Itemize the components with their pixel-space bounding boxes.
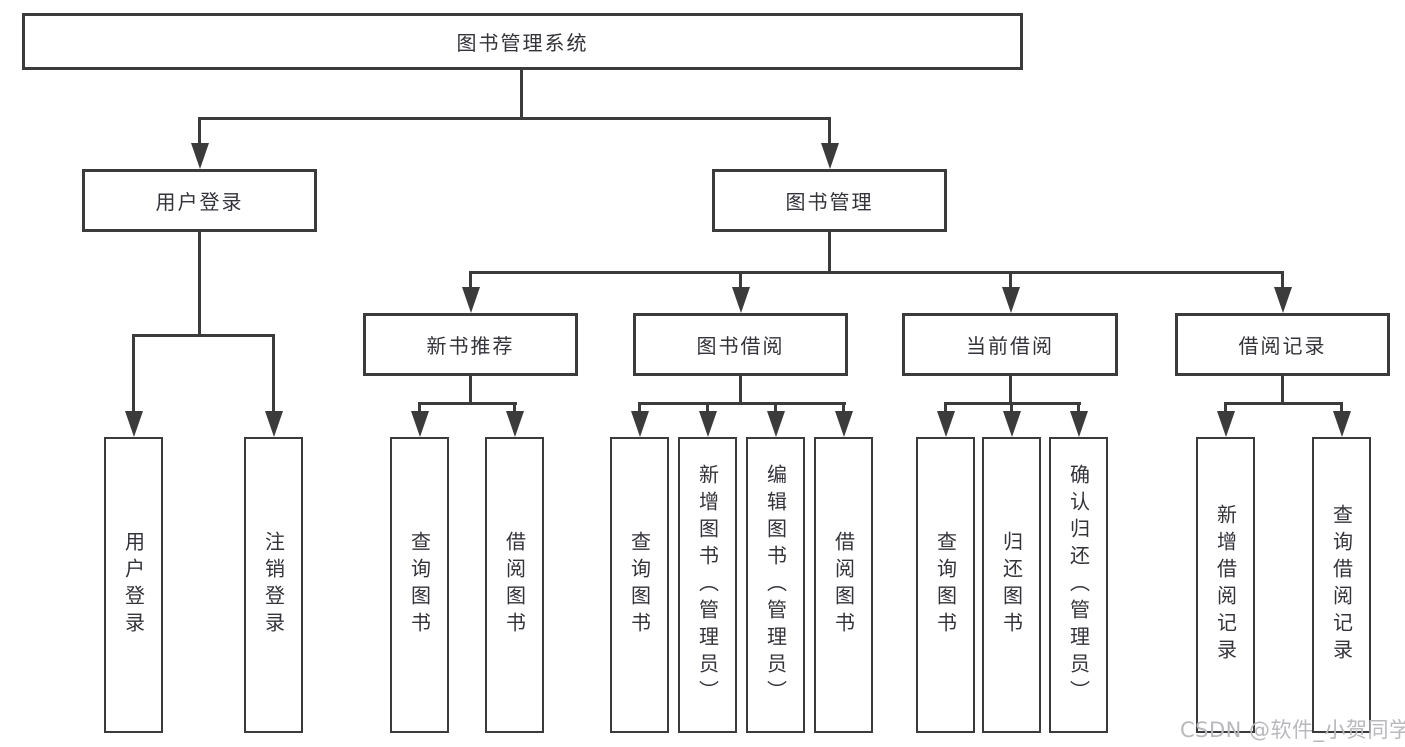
connector-line <box>944 402 947 414</box>
connector-line <box>739 271 742 289</box>
node-book-borrow-label: 图书借阅 <box>696 334 785 358</box>
leaf-add-book-admin-label: 新增图书（管理员） <box>695 463 720 707</box>
node-user-login-label: 用户登录 <box>155 190 244 214</box>
leaf-query-books-borrow-label: 查询图书 <box>627 531 652 639</box>
leaf-user-login: 用户登录 <box>104 437 163 733</box>
arrow-down-icon <box>937 411 955 437</box>
connector-line <box>418 402 517 405</box>
arrow-down-icon <box>1333 411 1351 437</box>
leaf-query-books-recommend: 查询图书 <box>390 437 449 733</box>
connector-line <box>272 334 275 413</box>
node-book-borrow: 图书借阅 <box>633 313 848 376</box>
connector-line <box>828 117 831 145</box>
node-book-management: 图书管理 <box>712 169 947 232</box>
arrow-down-icon <box>125 411 143 437</box>
leaf-edit-book-admin-label: 编辑图书（管理员） <box>763 463 788 707</box>
node-root: 图书管理系统 <box>22 13 1023 70</box>
connector-line <box>1281 376 1284 405</box>
leaf-query-borrow-record: 查询借阅记录 <box>1312 437 1371 733</box>
connector-line <box>198 117 831 120</box>
node-root-label: 图书管理系统 <box>456 31 589 55</box>
connector-line <box>842 402 845 414</box>
leaf-logout: 注销登录 <box>244 437 303 733</box>
leaf-query-borrow-record-label: 查询借阅记录 <box>1329 504 1354 666</box>
connector-line <box>739 376 742 405</box>
csdn-watermark: CSDN @软件_小贺同学 <box>1180 718 1405 742</box>
leaf-add-borrow-record-label: 新增借阅记录 <box>1213 504 1238 666</box>
connector-line <box>418 402 421 414</box>
connector-line <box>638 402 846 405</box>
arrow-down-icon <box>1217 411 1235 437</box>
connector-line <box>706 402 709 414</box>
node-user-login: 用户登录 <box>82 169 317 232</box>
arrow-down-icon <box>1002 287 1020 313</box>
leaf-query-books-borrow: 查询图书 <box>610 437 669 733</box>
connector-line <box>828 232 831 274</box>
arrow-down-icon <box>732 287 750 313</box>
leaf-user-login-label: 用户登录 <box>121 531 146 639</box>
connector-line <box>513 402 516 414</box>
connector-line <box>132 334 135 413</box>
arrow-down-icon <box>411 411 429 437</box>
arrow-down-icon <box>191 143 209 169</box>
connector-line <box>469 271 472 289</box>
arrow-down-icon <box>1070 411 1088 437</box>
arrow-down-icon <box>1003 411 1021 437</box>
connector-line <box>132 334 275 337</box>
connector-line <box>520 70 523 118</box>
node-book-management-label: 图书管理 <box>785 190 874 214</box>
connector-line <box>1009 376 1012 405</box>
arrow-down-icon <box>767 411 785 437</box>
arrow-down-icon <box>835 411 853 437</box>
connector-line <box>1077 402 1080 414</box>
connector-line <box>469 271 1284 274</box>
connector-line <box>1224 402 1227 414</box>
connector-line <box>1281 271 1284 289</box>
node-new-book-recommend-label: 新书推荐 <box>426 334 515 358</box>
leaf-borrow-books-recommend: 借阅图书 <box>485 437 544 733</box>
node-borrow-records: 借阅记录 <box>1175 313 1390 376</box>
connector-line <box>198 117 201 145</box>
connector-line <box>1009 271 1012 289</box>
leaf-return-book-label: 归还图书 <box>999 531 1024 639</box>
connector-line <box>198 232 201 336</box>
leaf-query-books-current-label: 查询图书 <box>933 531 958 639</box>
leaf-add-borrow-record: 新增借阅记录 <box>1196 437 1255 733</box>
node-borrow-records-label: 借阅记录 <box>1238 334 1327 358</box>
leaf-borrow-book: 借阅图书 <box>814 437 873 733</box>
node-current-borrow-label: 当前借阅 <box>966 334 1054 358</box>
arrow-down-icon <box>631 411 649 437</box>
arrow-down-icon <box>1274 287 1292 313</box>
leaf-return-book: 归还图书 <box>982 437 1041 733</box>
connector-line <box>774 402 777 414</box>
connector-line <box>469 376 472 405</box>
arrow-down-icon <box>506 411 524 437</box>
arrow-down-icon <box>699 411 717 437</box>
leaf-borrow-book-label: 借阅图书 <box>831 531 856 639</box>
node-new-book-recommend: 新书推荐 <box>363 313 578 376</box>
connector-line <box>1340 402 1343 414</box>
leaf-query-books-recommend-label: 查询图书 <box>407 531 432 639</box>
connector-line <box>1010 402 1013 414</box>
connector-line <box>638 402 641 414</box>
leaf-add-book-admin: 新增图书（管理员） <box>678 437 737 733</box>
node-current-borrow: 当前借阅 <box>902 313 1118 376</box>
connector-line <box>1224 402 1343 405</box>
leaf-logout-label: 注销登录 <box>261 531 286 639</box>
leaf-edit-book-admin: 编辑图书（管理员） <box>746 437 805 733</box>
arrow-down-icon <box>462 287 480 313</box>
leaf-borrow-books-recommend-label: 借阅图书 <box>502 531 527 639</box>
arrow-down-icon <box>821 143 839 169</box>
leaf-query-books-current: 查询图书 <box>916 437 975 733</box>
leaf-confirm-return-admin: 确认归还（管理员） <box>1049 437 1108 733</box>
arrow-down-icon <box>265 411 283 437</box>
leaf-confirm-return-admin-label: 确认归还（管理员） <box>1066 463 1091 707</box>
